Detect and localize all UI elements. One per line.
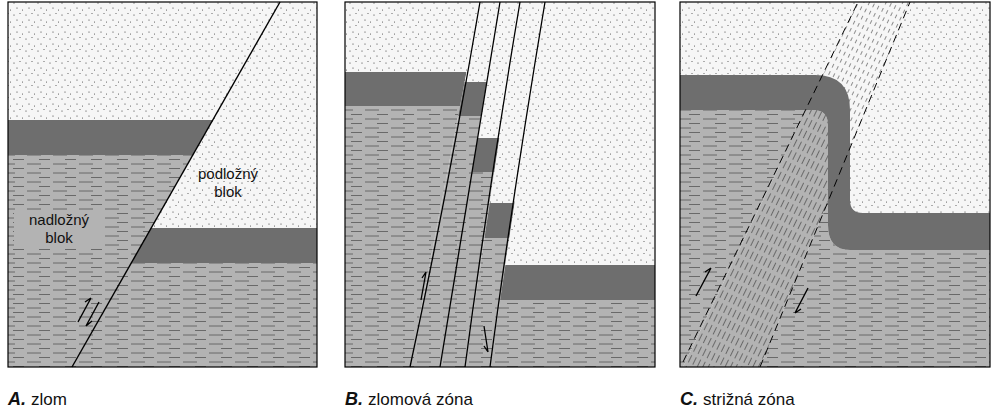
block-label: nadložný blok [14,210,104,248]
panel-letter: B. [345,389,363,411]
panel-caption: zlomová zóna [368,390,473,410]
panel-letter: C. [680,389,698,411]
panel-letter: A. [8,389,26,411]
panel-caption: zlom [31,390,67,410]
block-label: podložný blok [183,165,273,201]
panel-caption: strižná zóna [703,390,795,410]
